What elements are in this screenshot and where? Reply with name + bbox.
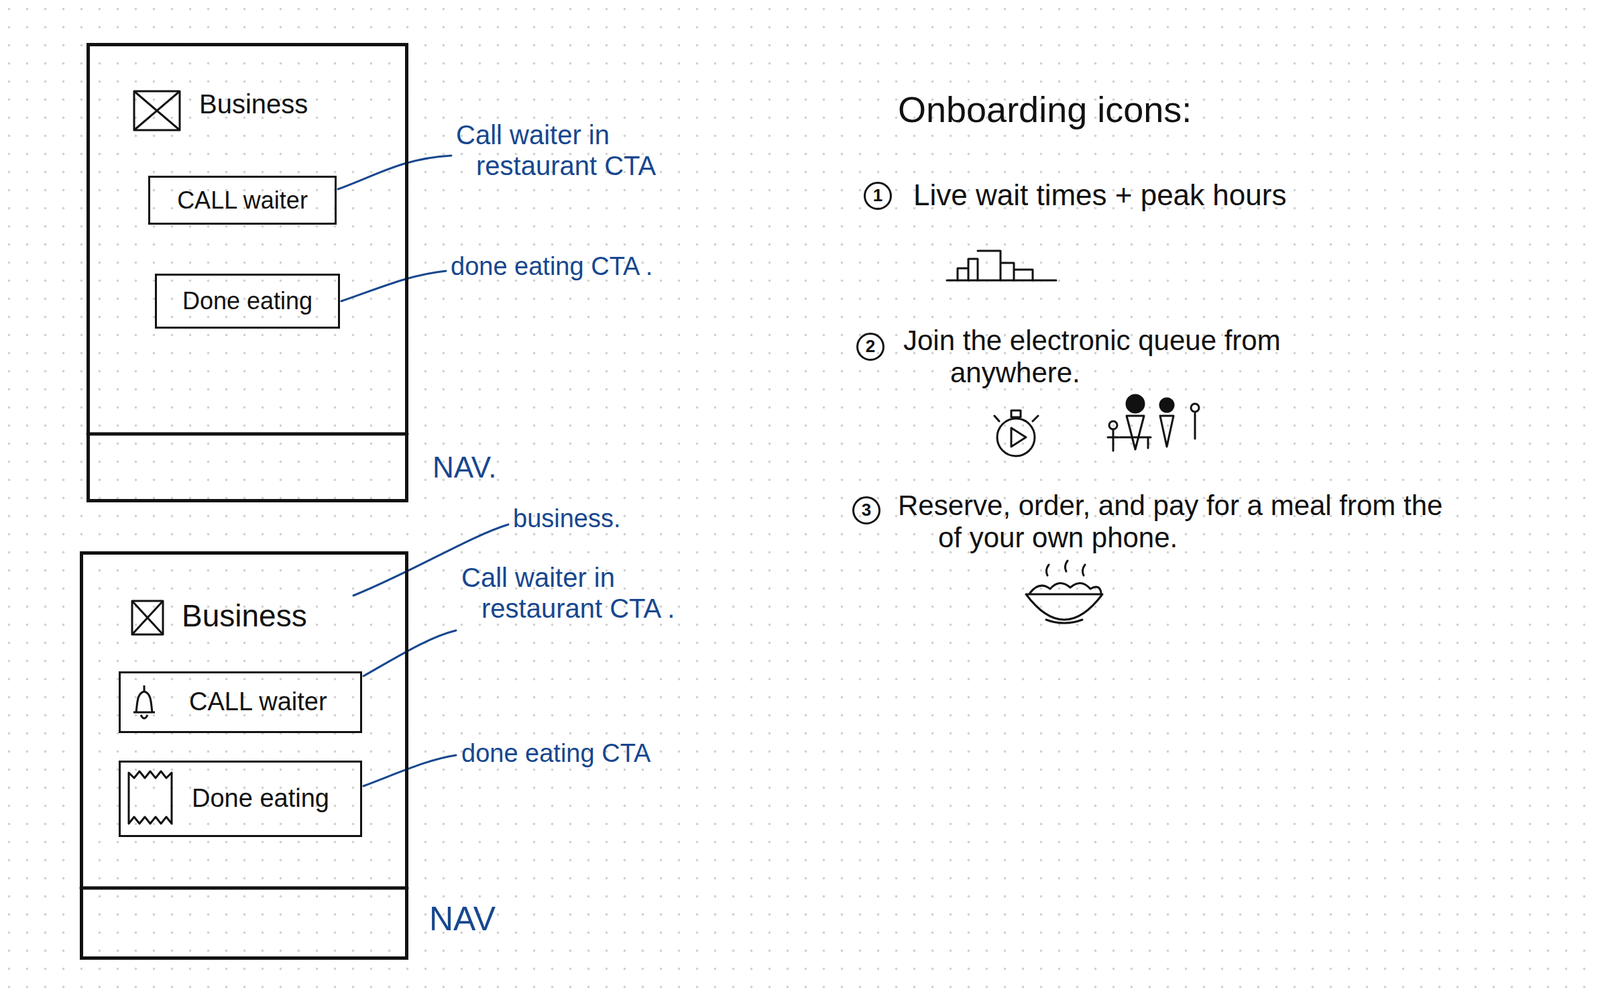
callout-number: 1 xyxy=(863,181,892,210)
leader-line xyxy=(363,630,456,676)
person-head xyxy=(1160,398,1174,412)
annotation: business. xyxy=(512,504,621,534)
ui-icons xyxy=(128,91,180,824)
button-label: Done eating xyxy=(191,783,330,814)
bowl-food xyxy=(1030,582,1102,623)
annotation: Call waiter in restaurant CTA . xyxy=(461,561,717,624)
business-name: Business xyxy=(199,88,308,120)
person-body xyxy=(1107,429,1119,451)
callout-number: 2 xyxy=(856,332,885,361)
section-heading: Onboarding icons: xyxy=(897,88,1192,131)
person-body xyxy=(1126,415,1145,450)
bell-icon xyxy=(133,685,155,719)
feature-text: Join the electronic queue from anywhere. xyxy=(903,324,1333,390)
nav-divider xyxy=(81,886,408,890)
phone-frame: BusinessCALL waiterDone eating xyxy=(79,551,409,960)
stopwatch-knob xyxy=(994,410,1039,422)
business-name: Business xyxy=(181,598,308,634)
person-body xyxy=(1194,413,1197,439)
image-placeholder xyxy=(134,91,180,131)
person-body xyxy=(1160,415,1174,447)
leader-line xyxy=(337,155,452,190)
leader-lines xyxy=(337,155,509,786)
annotation: done eating CTA . xyxy=(450,252,653,282)
image-placeholder xyxy=(132,600,163,635)
nav-divider xyxy=(87,432,408,436)
cta-button-with-icon: CALL waiter xyxy=(118,671,363,733)
steam-marks xyxy=(1046,560,1085,576)
button-label: CALL waiter xyxy=(189,687,328,717)
cta-button: Done eating xyxy=(154,273,340,329)
small-table xyxy=(1119,437,1151,448)
annotation: done eating CTA xyxy=(461,738,651,769)
person-head xyxy=(1109,421,1118,430)
leader-line xyxy=(363,755,456,786)
receipt-icon xyxy=(128,771,172,824)
onboarding-icons xyxy=(946,250,1199,623)
annotation: NAV xyxy=(429,899,496,939)
bar-chart-icon xyxy=(957,250,1033,281)
callout-number: 3 xyxy=(852,496,881,525)
image-placeholder-cross xyxy=(134,91,180,131)
play-mark xyxy=(1011,427,1026,447)
feature-text: Live wait times + peak hours xyxy=(913,178,1287,213)
person-head xyxy=(1126,394,1145,413)
stopwatch-icon xyxy=(997,418,1035,456)
phone-frame: BusinessCALL waiterDone eating xyxy=(86,42,409,503)
button-label: Done eating xyxy=(182,287,313,315)
image-placeholder-cross xyxy=(132,600,163,635)
leader-line xyxy=(341,270,446,302)
cta-button: CALL waiter xyxy=(148,175,337,225)
cta-button-with-icon: Done eating xyxy=(118,760,363,837)
person-head xyxy=(1190,403,1199,412)
button-label: CALL waiter xyxy=(177,186,308,214)
feature-text: Reserve, order, and pay for a meal from … xyxy=(897,489,1462,555)
bowl-icon xyxy=(1025,594,1103,620)
annotation: Call waiter in restaurant CTA xyxy=(455,119,711,182)
annotation: NAV. xyxy=(432,450,497,485)
